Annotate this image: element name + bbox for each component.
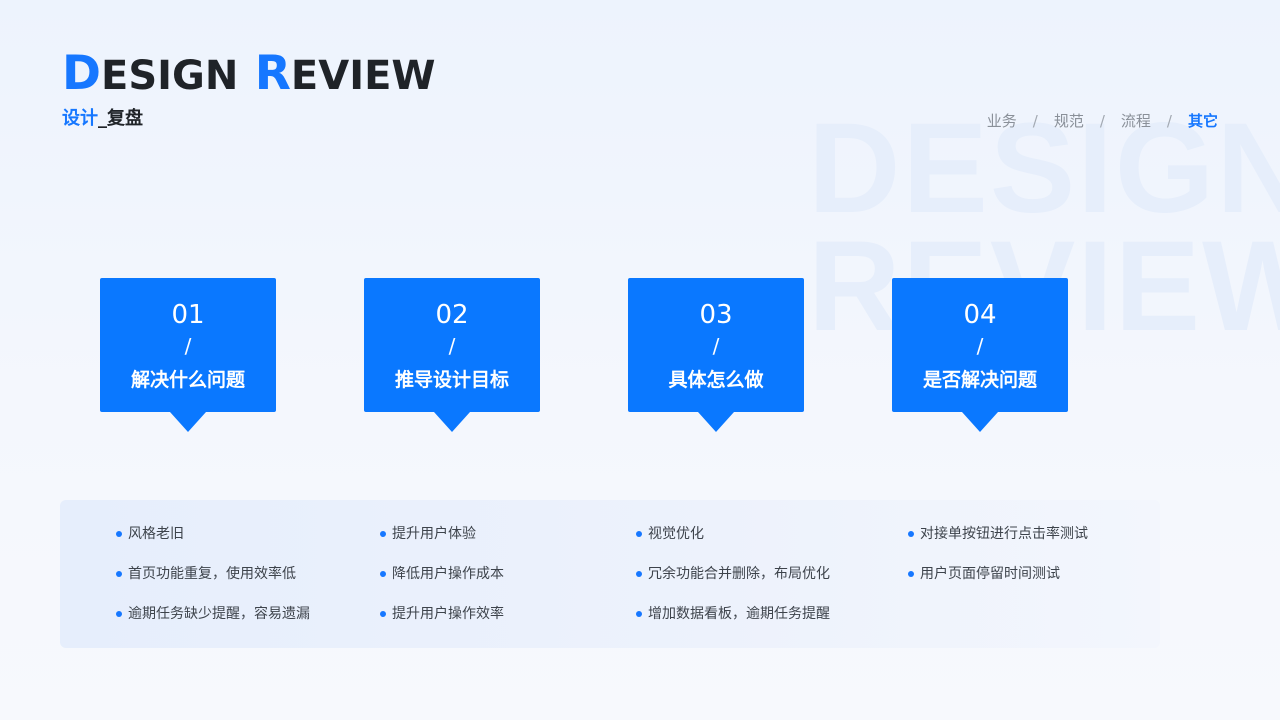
step-card-1: 01 / 解决什么问题	[100, 278, 276, 432]
subtitle-rest: _复盘	[98, 108, 143, 129]
list-item: 降低用户操作成本	[380, 564, 504, 604]
bullet-dot-icon	[636, 611, 642, 617]
list-item: 冗余功能合并删除，布局优化	[636, 564, 830, 604]
list-item: 用户页面停留时间测试	[908, 564, 1088, 604]
step-number: 01	[171, 300, 205, 330]
list-item: 首页功能重复，使用效率低	[116, 564, 310, 604]
step-divider: /	[976, 334, 984, 358]
details-column-2: 提升用户体验 降低用户操作成本 提升用户操作效率	[380, 524, 504, 644]
bullet-dot-icon	[116, 531, 122, 537]
step-card-4: 04 / 是否解决问题	[892, 278, 1068, 432]
step-divider: /	[448, 334, 456, 358]
step-label: 解决什么问题	[130, 369, 245, 391]
list-item: 视觉优化	[636, 524, 830, 564]
top-nav: 业务 / 规范 / 流程 / 其它	[987, 110, 1218, 131]
bullet-dot-icon	[116, 571, 122, 577]
step-divider: /	[184, 334, 192, 358]
list-item: 提升用户操作效率	[380, 604, 504, 644]
details-column-3: 视觉优化 冗余功能合并删除，布局优化 增加数据看板，逾期任务提醒	[636, 524, 830, 644]
bullet-dot-icon	[380, 531, 386, 537]
page-subtitle: 设计_复盘	[62, 106, 143, 132]
step-number: 04	[963, 300, 997, 330]
nav-separator: /	[1099, 111, 1105, 130]
step-label: 推导设计目标	[394, 369, 509, 391]
bullet-dot-icon	[380, 571, 386, 577]
title-word-review-rest: EVIEW	[290, 53, 436, 99]
step-label: 是否解决问题	[922, 369, 1037, 391]
step-card-3: 03 / 具体怎么做	[628, 278, 804, 432]
step-card-2: 02 / 推导设计目标	[364, 278, 540, 432]
step-divider: /	[712, 334, 720, 358]
bullet-dot-icon	[636, 571, 642, 577]
nav-item-other[interactable]: 其它	[1187, 112, 1218, 130]
page-title: DESIGN REVIEW	[62, 46, 436, 104]
bullet-dot-icon	[380, 611, 386, 617]
title-initial-r: R	[254, 46, 291, 101]
step-number: 03	[699, 300, 733, 330]
step-number: 02	[435, 300, 469, 330]
nav-separator: /	[1032, 111, 1038, 130]
nav-item-standards[interactable]: 规范	[1053, 112, 1084, 130]
list-item: 提升用户体验	[380, 524, 504, 564]
title-word-design-rest: ESIGN	[101, 53, 239, 99]
list-item: 对接单按钮进行点击率测试	[908, 524, 1088, 564]
title-initial-d: D	[62, 46, 102, 101]
watermark-line-1: DESIGN	[808, 97, 1280, 240]
details-panel: 风格老旧 首页功能重复，使用效率低 逾期任务缺少提醒，容易遗漏 提升用户体验 降…	[60, 500, 1160, 648]
nav-item-process[interactable]: 流程	[1120, 112, 1151, 130]
nav-item-business[interactable]: 业务	[986, 112, 1017, 130]
subtitle-highlight: 设计	[62, 108, 98, 129]
step-label: 具体怎么做	[668, 369, 764, 391]
list-item: 增加数据看板，逾期任务提醒	[636, 604, 830, 644]
details-column-4: 对接单按钮进行点击率测试 用户页面停留时间测试	[908, 524, 1088, 604]
nav-separator: /	[1166, 111, 1172, 130]
bullet-dot-icon	[908, 531, 914, 537]
list-item: 风格老旧	[116, 524, 310, 564]
bullet-dot-icon	[636, 531, 642, 537]
bullet-dot-icon	[908, 571, 914, 577]
bullet-dot-icon	[116, 611, 122, 617]
list-item: 逾期任务缺少提醒，容易遗漏	[116, 604, 310, 644]
details-column-1: 风格老旧 首页功能重复，使用效率低 逾期任务缺少提醒，容易遗漏	[116, 524, 310, 644]
